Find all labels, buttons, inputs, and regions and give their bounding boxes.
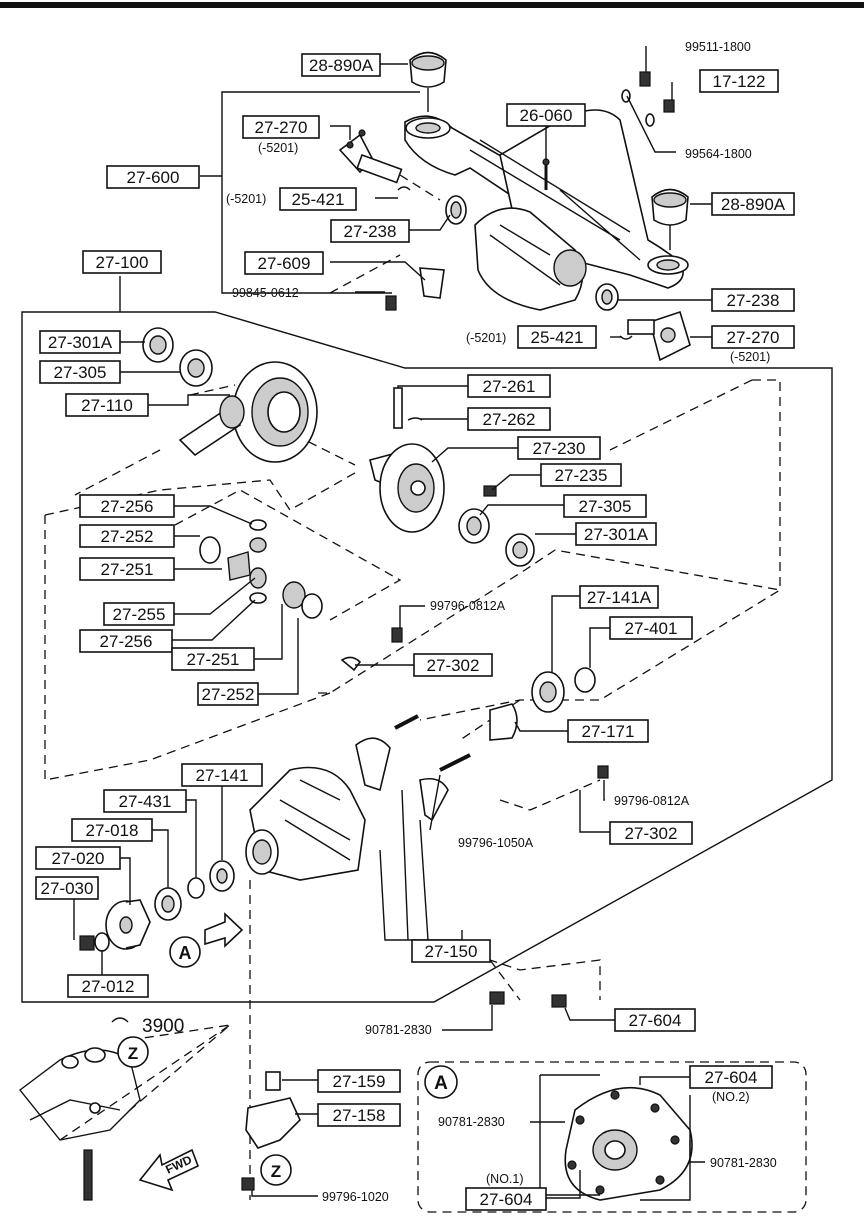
- label-NO1: (NO.1): [486, 1172, 524, 1186]
- rubber-mount-top: [409, 51, 447, 112]
- label-27-305-right: 27-305: [579, 497, 632, 516]
- label-27-262: 27-262: [483, 410, 536, 429]
- label-Z-bottom: Z: [271, 1162, 281, 1181]
- rear-cover: [474, 207, 587, 311]
- label-A-marker: A: [179, 943, 192, 963]
- label-27-256-a: 27-256: [101, 497, 154, 516]
- label-27-301A-left: 27-301A: [48, 333, 113, 352]
- label-90781-2830-a: 90781-2830: [365, 1023, 432, 1037]
- collapsible-spacer: [489, 703, 518, 741]
- label-5201-c: (-5201): [466, 331, 506, 345]
- label-27-251-b: 27-251: [187, 650, 240, 669]
- companion-flange-right: [627, 310, 691, 362]
- label-27-252-b: 27-252: [202, 685, 255, 704]
- ring-gear: [232, 361, 318, 463]
- label-90781-2830-c: 90781-2830: [710, 1156, 777, 1170]
- label-27-431: 27-431: [119, 792, 172, 811]
- label-99564-1800: 99564-1800: [685, 147, 752, 161]
- label-27-305-left: 27-305: [54, 363, 107, 382]
- label-27-600: 27-600: [127, 168, 180, 187]
- label-25-421-right: 25-421: [531, 328, 584, 347]
- label-27-150: 27-150: [425, 942, 478, 961]
- companion-flange-front: [105, 899, 151, 950]
- label-27-230: 27-230: [533, 439, 586, 458]
- label-27-604-a: 27-604: [629, 1011, 682, 1030]
- label-27-604-c: 27-604: [480, 1190, 533, 1209]
- companion-flange-top: [338, 129, 403, 184]
- label-28-890A-top: 28-890A: [309, 56, 374, 75]
- bracket-27-609: [419, 267, 445, 299]
- label-27-270-top: 27-270: [255, 118, 308, 137]
- label-27-235: 27-235: [555, 466, 608, 485]
- rubber-mount-right: [651, 188, 689, 250]
- label-27-609: 27-609: [258, 254, 311, 273]
- carrier-housing: [245, 714, 471, 881]
- label-99511-1800: 99511-1800: [685, 40, 751, 54]
- callout-circle-Z-left: [117, 1036, 149, 1068]
- label-27-302-a: 27-302: [427, 656, 480, 675]
- inset-cover: [564, 1087, 693, 1201]
- label-99796-0812A-b: 99796-0812A: [614, 794, 690, 808]
- label-27-110: 27-110: [81, 396, 133, 415]
- label-27-141A: 27-141A: [587, 588, 652, 607]
- label-27-018: 27-018: [86, 821, 139, 840]
- label-NO2: (NO.2): [712, 1090, 750, 1104]
- label-27-158: 27-158: [333, 1106, 386, 1125]
- label-25-421-top: 25-421: [292, 190, 345, 209]
- bracket-27-158: [245, 1097, 301, 1149]
- pinion-shaft-pin: [393, 387, 403, 429]
- inset-A-circle: [424, 1065, 458, 1099]
- label-boxes: [35, 53, 795, 1211]
- bolts: [83, 71, 675, 1201]
- label-28-890A-right: 28-890A: [721, 195, 786, 214]
- parts-drawings: [19, 51, 807, 1213]
- label-27-238-right: 27-238: [727, 291, 780, 310]
- label-27-301A-right: 27-301A: [584, 525, 649, 544]
- label-27-604-b: 27-604: [705, 1068, 758, 1087]
- label-5201-b: (-5201): [226, 192, 266, 206]
- label-A-inset: A: [434, 1073, 448, 1094]
- label-27-261: 27-261: [483, 377, 536, 396]
- direction-arrow: [204, 912, 244, 948]
- body-sketch: [19, 1047, 141, 1141]
- label-27-100: 27-100: [96, 253, 149, 272]
- label-27-159: 27-159: [333, 1072, 386, 1091]
- fwd-arrow: [138, 1148, 200, 1192]
- label-27-401: 27-401: [625, 619, 678, 638]
- label-27-270-right: 27-270: [727, 328, 780, 347]
- label-27-256-b: 27-256: [100, 632, 153, 651]
- label-27-255: 27-255: [113, 605, 166, 624]
- label-27-141: 27-141: [196, 766, 249, 785]
- label-99796-1050A: 99796-1050A: [458, 836, 534, 850]
- label-text: 28-890A 99511-1800 17-122 99564-1800 27-…: [41, 40, 786, 1209]
- stud-27-159: [265, 1071, 281, 1091]
- label-90781-2830-b: 90781-2830: [438, 1115, 505, 1129]
- label-27-012: 27-012: [82, 977, 135, 996]
- label-Z-left: Z: [128, 1044, 138, 1063]
- label-99796-0812A-a: 99796-0812A: [430, 599, 506, 613]
- clip-25-421-top: [397, 186, 411, 191]
- label-27-238-left: 27-238: [344, 222, 397, 241]
- callout-circle-Z-bottom: [260, 1154, 292, 1186]
- label-27-020: 27-020: [52, 849, 105, 868]
- label-3900: 3900: [142, 1016, 184, 1037]
- inset-A-frame: [417, 1061, 807, 1213]
- drive-pinion: [178, 395, 245, 457]
- label-27-302-b: 27-302: [625, 824, 678, 843]
- label-99796-1020: 99796-1020: [322, 1190, 389, 1204]
- label-99845-0612: 99845-0612: [232, 286, 299, 300]
- label-26-060: 26-060: [520, 106, 573, 125]
- differential-case: [369, 443, 445, 533]
- label-5201-a: (-5201): [258, 141, 298, 155]
- label-17-122: 17-122: [713, 72, 766, 91]
- label-27-030: 27-030: [41, 879, 94, 898]
- callout-circle-A: [169, 936, 201, 968]
- label-27-252-a: 27-252: [101, 527, 154, 546]
- leader-lines: [73, 46, 712, 1201]
- label-5201-d: (-5201): [730, 350, 770, 364]
- label-27-251-a: 27-251: [101, 560, 154, 579]
- label-27-171: 27-171: [582, 722, 635, 741]
